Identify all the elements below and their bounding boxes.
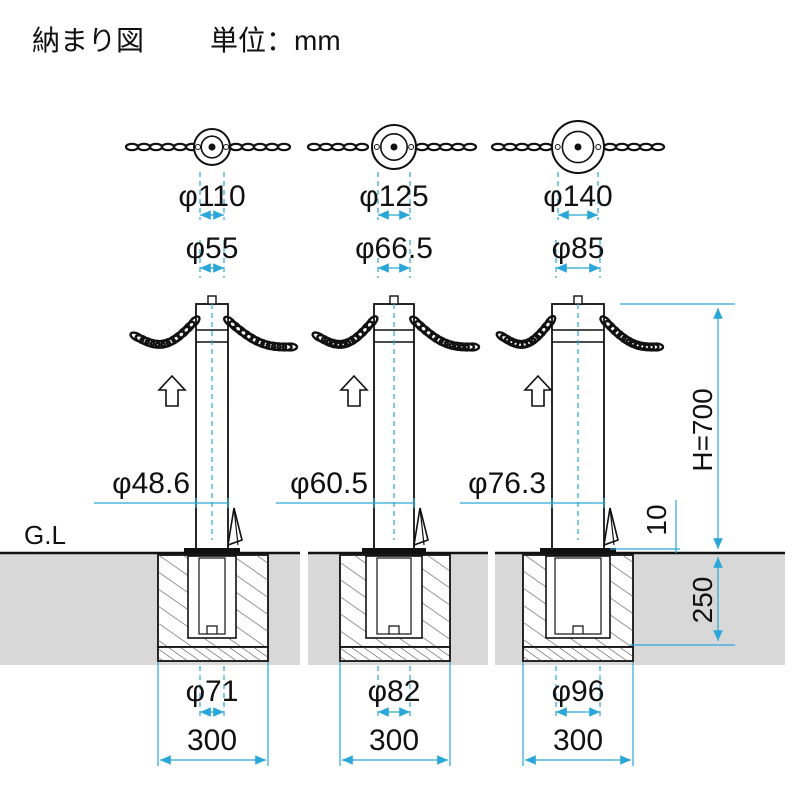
cap-label-1: φ55	[186, 232, 239, 265]
top-chain-right-2	[414, 142, 478, 152]
pipe-dimension-1: φ48.6	[94, 467, 229, 508]
clearance-label: 10	[641, 504, 672, 535]
top-chain-right-3	[602, 142, 666, 152]
sleeve-dimension-1: φ71	[186, 666, 239, 717]
foundation-dimension-2: 300	[339, 662, 451, 766]
base-flange-1	[184, 548, 240, 554]
post-1: φ110 φ55 φ48.6 φ71 300	[94, 128, 299, 766]
pipe-3	[551, 303, 605, 552]
foundation-1	[157, 554, 269, 662]
flange-dimension-1: φ110	[178, 172, 246, 220]
flange-label-3: φ140	[543, 180, 613, 213]
flange-label-1: φ110	[178, 180, 245, 213]
top-chain-left-2	[306, 142, 370, 152]
pipe-dimension-3: φ76.3	[460, 467, 605, 508]
base-flange-3	[540, 548, 616, 554]
top-chain-left-1	[124, 142, 200, 152]
side-chain-left-3	[495, 314, 557, 349]
pipe-label-3: φ76.3	[468, 467, 546, 500]
depth-label: 250	[687, 577, 718, 624]
post-cap-1	[207, 295, 217, 305]
post-cap-2	[389, 295, 399, 305]
foundation-dimension-1: 300	[157, 662, 269, 766]
side-chain-left-2	[311, 315, 379, 349]
pipe-label-2: φ60.5	[290, 467, 368, 500]
cap-label-2: φ66.5	[355, 232, 433, 265]
side-chain-left-1	[129, 315, 201, 349]
foundation-3	[522, 554, 634, 662]
raise-arrow-icon-3	[523, 374, 553, 407]
side-chain-right-1	[223, 315, 299, 352]
sleeve-dimension-2: φ82	[368, 666, 421, 717]
side-chain-right-3	[599, 315, 665, 352]
foundation-2	[339, 554, 451, 662]
lock-hinge-2	[412, 507, 429, 547]
post-2: φ125 φ66.5 φ60.5 φ82 300	[276, 124, 481, 766]
top-chain-right-1	[228, 142, 292, 152]
foundation-label-3: 300	[553, 724, 603, 757]
sleeve-label-3: φ96	[552, 675, 605, 708]
sleeve-dimension-3: φ96	[552, 666, 605, 717]
height-dimension: H=700 10 250	[610, 303, 735, 646]
pipe-dimension-2: φ60.5	[276, 467, 415, 508]
post-3: φ140 φ85 φ76.3 φ96 300	[460, 120, 666, 766]
cap-dimension-2: φ66.5	[355, 232, 433, 278]
pipe-1	[195, 303, 229, 552]
unit-label: 単位：mm	[210, 25, 341, 56]
side-chain-right-2	[409, 315, 481, 352]
raise-arrow-icon-1	[157, 374, 187, 407]
sleeve-label-1: φ71	[186, 675, 239, 708]
diagram-title: 納まり図	[32, 25, 144, 56]
foundation-label-2: 300	[369, 724, 419, 757]
top-chain-left-3	[490, 142, 554, 152]
foundation-dimension-3: 300	[522, 662, 634, 766]
pipe-label-1: φ48.6	[112, 467, 190, 500]
post-cap-3	[573, 295, 583, 305]
sleeve-label-2: φ82	[368, 675, 421, 708]
cap-dimension-1: φ55	[186, 232, 239, 278]
flange-label-2: φ125	[359, 180, 429, 213]
base-flange-2	[362, 548, 426, 554]
cap-label-3: φ85	[552, 232, 605, 265]
lock-hinge-3	[602, 507, 619, 547]
height-label: H=700	[687, 388, 718, 471]
ground-level-label: G.L	[24, 520, 66, 550]
lock-hinge-1	[226, 507, 243, 547]
flange-dimension-3: φ140	[543, 172, 613, 220]
cap-dimension-3: φ85	[552, 232, 605, 278]
foundation-label-1: 300	[187, 724, 237, 757]
raise-arrow-icon-2	[339, 374, 369, 407]
flange-dimension-2: φ125	[359, 172, 429, 220]
